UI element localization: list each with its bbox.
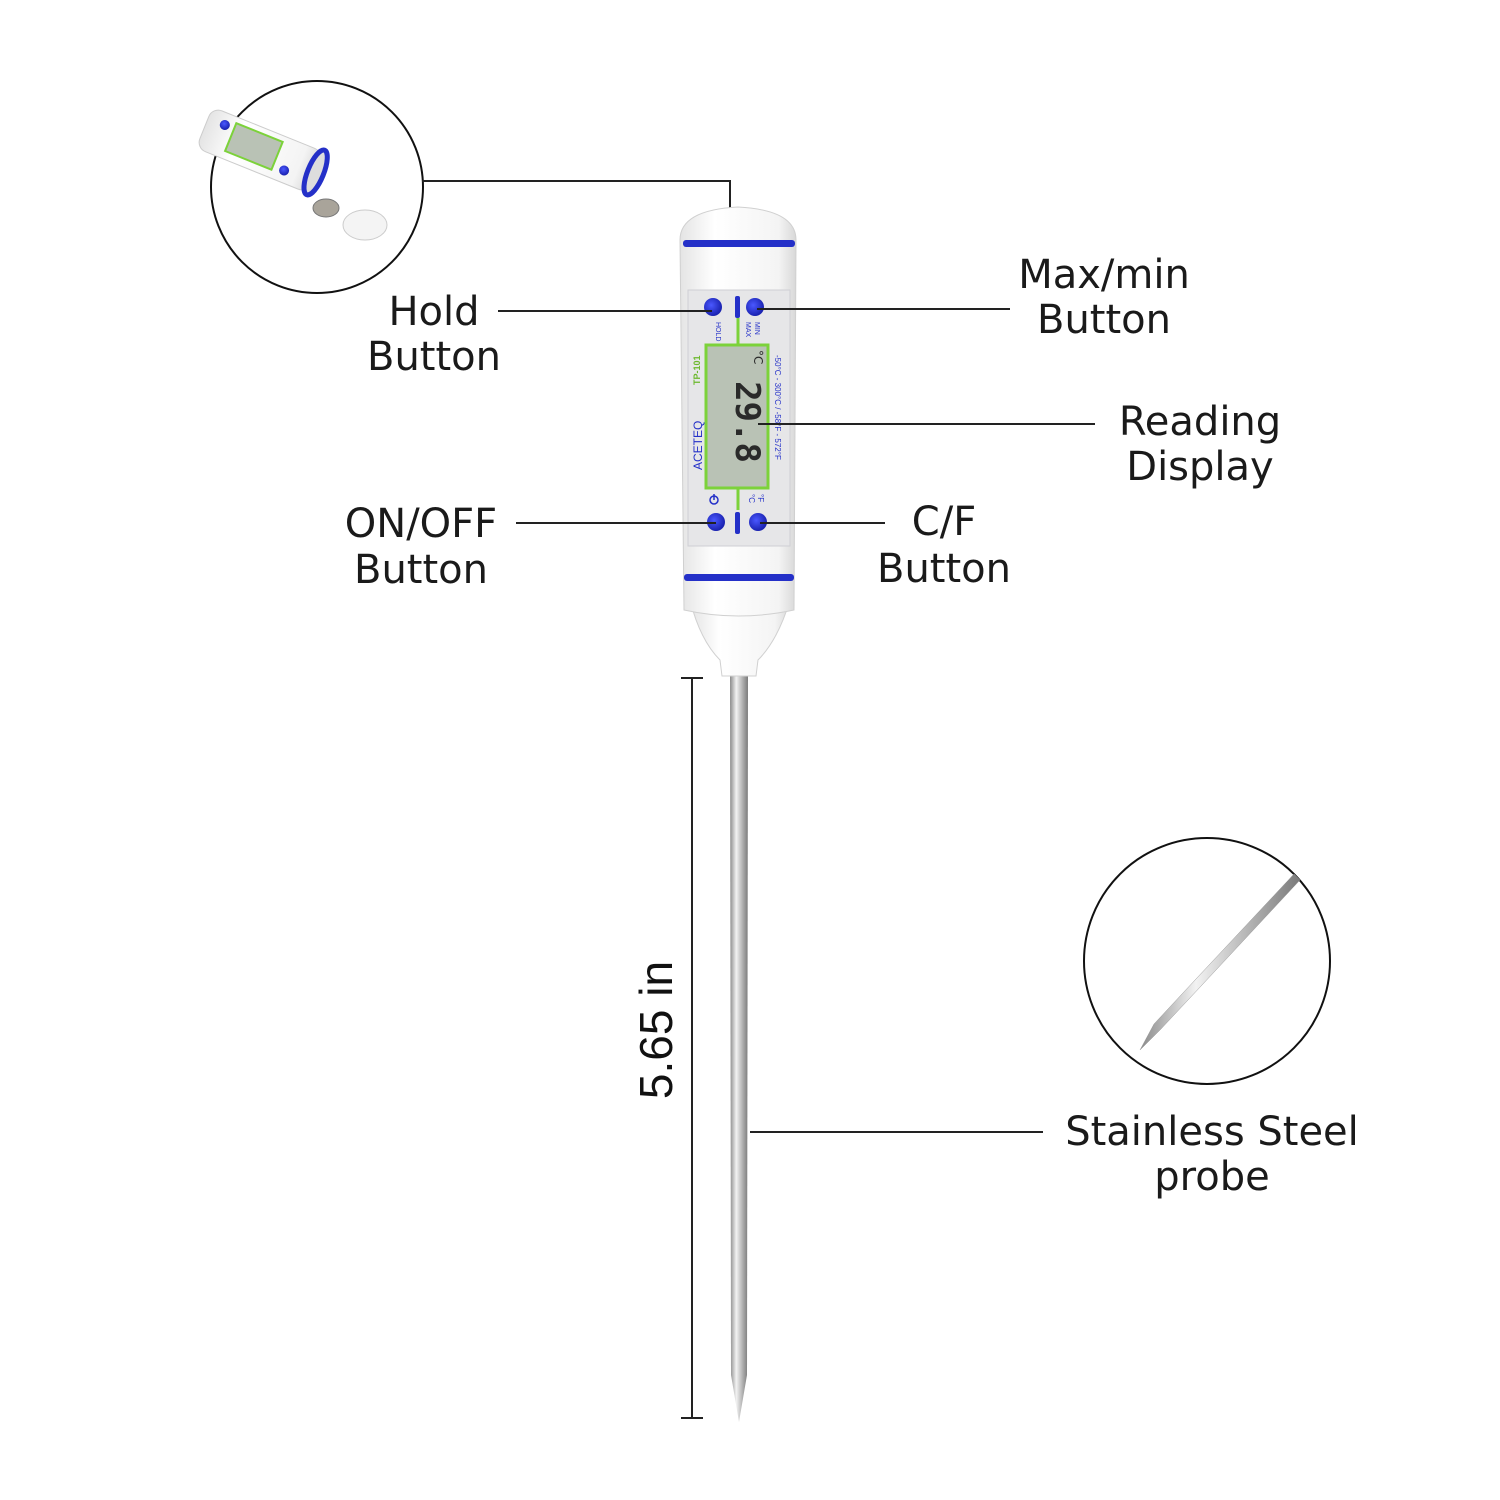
hold-label-1: Hold bbox=[388, 289, 479, 335]
battery-detail-inset bbox=[198, 80, 424, 294]
brand-logo: ACETEQ bbox=[691, 421, 705, 470]
lcd-reading: 29.8 bbox=[727, 381, 767, 463]
reading-label-2: Display bbox=[1126, 444, 1273, 490]
max-key-label: MAX bbox=[744, 322, 751, 338]
hold-key-label: HOLD bbox=[714, 322, 721, 341]
cf-label-2: Button bbox=[877, 546, 1011, 592]
hold-button[interactable] bbox=[704, 298, 722, 316]
power-icon bbox=[709, 494, 719, 505]
range-label: -50°C - 300°C / -58°F - 572°F bbox=[773, 355, 782, 460]
min-key-label: MIN bbox=[753, 322, 760, 335]
onoff-label-1: ON/OFF bbox=[345, 501, 497, 547]
probe-label-2: probe bbox=[1154, 1154, 1269, 1200]
thermometer-body: 29.8 °C ACETEQ TP-101 -50°C - 300°C / -5… bbox=[679, 206, 797, 677]
probe-tip-inset bbox=[1083, 837, 1331, 1085]
maxmin-label-2: Button bbox=[1037, 297, 1171, 343]
probe-label-1: Stainless Steel bbox=[1065, 1109, 1359, 1155]
c-key-label: °C bbox=[747, 494, 756, 503]
length-label: 5.65 in bbox=[630, 961, 682, 1099]
top-band bbox=[683, 240, 795, 247]
bottom-band bbox=[684, 574, 794, 581]
battery-leader-line bbox=[422, 180, 731, 208]
reading-label-1: Reading bbox=[1119, 399, 1281, 445]
cf-button[interactable] bbox=[749, 513, 767, 531]
f-key-label: °F bbox=[756, 494, 765, 502]
model-label: TP-101 bbox=[692, 355, 702, 385]
maxmin-label-1: Max/min bbox=[1018, 252, 1190, 298]
reading-display bbox=[704, 343, 770, 490]
cf-label-1: C/F bbox=[912, 499, 976, 545]
onoff-label-2: Button bbox=[354, 547, 488, 593]
hold-label-2: Button bbox=[367, 334, 501, 380]
length-dimension: 5.65 in bbox=[630, 677, 703, 1419]
steel-probe bbox=[730, 670, 748, 1422]
lcd-unit: °C bbox=[751, 350, 765, 364]
maxmin-button[interactable] bbox=[746, 298, 764, 316]
